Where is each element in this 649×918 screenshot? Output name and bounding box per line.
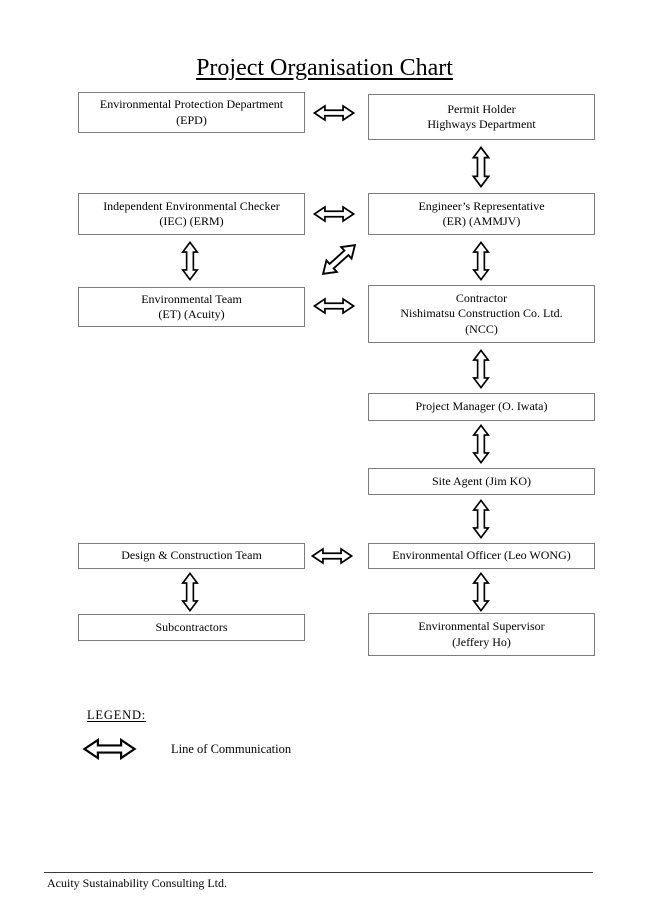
footer-company-name: Acuity Sustainability Consulting Ltd.: [47, 876, 227, 890]
node-epd: Environmental Protection Department (EPD…: [78, 92, 305, 133]
comm-arrow-et-contractor-icon: [313, 297, 355, 315]
page-title: Project Organisation Chart: [196, 55, 453, 81]
node-env-supervisor: Environmental Supervisor (Jeffery Ho): [368, 613, 595, 656]
comm-arrow-dc-eo-icon: [311, 547, 353, 565]
node-er: Engineer’s Representative (ER) (AMMJV): [368, 193, 595, 235]
comm-arrow-iec-er-icon: [313, 205, 355, 223]
comm-arrow-siteagent-eo-icon: [471, 499, 491, 539]
node-iec: Independent Environmental Checker (IEC) …: [78, 193, 305, 235]
node-et: Environmental Team (ET) (Acuity): [78, 287, 305, 327]
comm-arrow-permit-er-icon: [471, 146, 491, 188]
node-design-construction: Design & Construction Team: [78, 543, 305, 569]
legend-label: Line of Communication: [171, 742, 292, 756]
comm-arrow-epd-permit-icon: [313, 104, 355, 122]
legend-heading: LEGEND:: [87, 708, 147, 722]
node-env-officer: Environmental Officer (Leo WONG): [368, 543, 595, 569]
comm-arrow-dc-subcontractors-icon: [180, 572, 200, 612]
node-permit-holder: Permit Holder Highways Department: [368, 94, 595, 140]
comm-arrow-iec-et-icon: [180, 241, 200, 281]
node-project-manager: Project Manager (O. Iwata): [368, 393, 595, 421]
node-site-agent: Site Agent (Jim KO): [368, 468, 595, 495]
comm-arrow-eo-es-icon: [471, 572, 491, 612]
comm-arrow-et-er-diagonal-icon: [316, 237, 363, 282]
comm-arrow-er-contractor-icon: [471, 241, 491, 281]
comm-arrow-contractor-pm-icon: [471, 349, 491, 389]
legend-double-arrow-icon: [77, 738, 142, 760]
node-subcontractors: Subcontractors: [78, 614, 305, 641]
comm-arrow-pm-siteagent-icon: [471, 424, 491, 464]
footer-rule: [44, 872, 593, 873]
node-contractor: Contractor Nishimatsu Construction Co. L…: [368, 285, 595, 343]
